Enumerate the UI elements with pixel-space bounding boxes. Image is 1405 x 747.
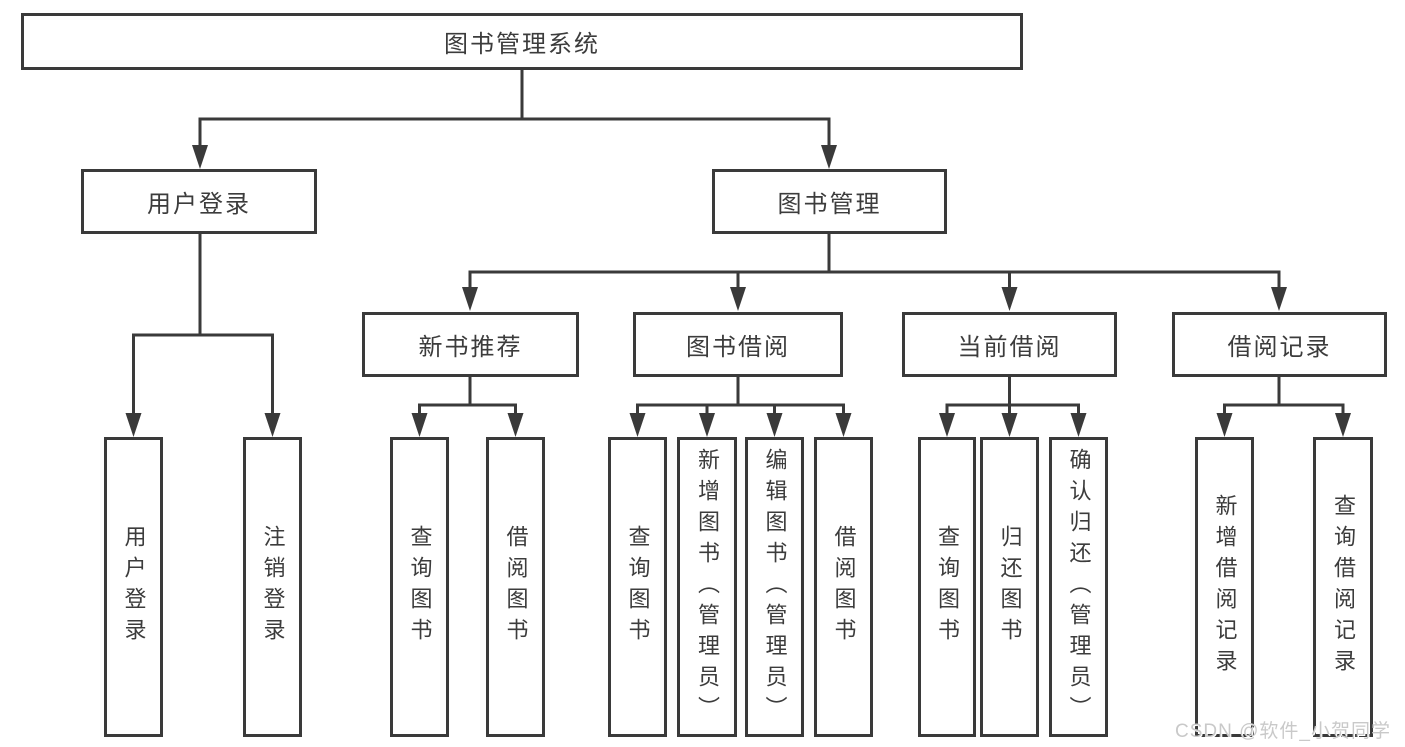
node-user-login: 用户登录 xyxy=(81,169,317,234)
leaf-label: 新增借阅记录 xyxy=(1212,494,1238,680)
leaf-borrow-books-recommend: 借阅图书 xyxy=(486,437,545,737)
node-current-borrow: 当前借阅 xyxy=(902,312,1117,377)
leaf-label: 借阅图书 xyxy=(503,525,529,649)
leaf-query-books-borrow: 查询图书 xyxy=(608,437,667,737)
leaf-label: 借阅图书 xyxy=(831,525,857,649)
leaf-edit-book-admin: 编辑图书（管理员） xyxy=(745,437,804,737)
leaf-return-books: 归还图书 xyxy=(980,437,1039,737)
leaf-logout: 注销登录 xyxy=(243,437,302,737)
leaf-add-book-admin: 新增图书（管理员） xyxy=(677,437,737,737)
node-book-borrow: 图书借阅 xyxy=(633,312,843,377)
csdn-watermark: CSDN @软件_小贺同学 xyxy=(1175,721,1391,742)
arrowheads xyxy=(125,145,1351,437)
leaf-label: 查询图书 xyxy=(935,525,960,649)
leaf-label: 归还图书 xyxy=(997,525,1023,649)
leaf-query-books-recommend: 查询图书 xyxy=(390,437,449,737)
leaf-label: 查询图书 xyxy=(407,525,433,649)
leaf-label: 查询借阅记录 xyxy=(1331,494,1356,680)
leaf-query-borrow-record: 查询借阅记录 xyxy=(1313,437,1373,737)
node-borrow-records: 借阅记录 xyxy=(1172,312,1387,377)
leaf-label: 注销登录 xyxy=(260,525,286,649)
node-new-book-recommend: 新书推荐 xyxy=(362,312,579,377)
leaf-query-books-current: 查询图书 xyxy=(918,437,976,737)
leaf-label: 新增图书（管理员） xyxy=(695,447,720,727)
leaf-confirm-return-admin: 确认归还（管理员） xyxy=(1049,437,1108,737)
leaf-borrow-books: 借阅图书 xyxy=(814,437,873,737)
node-root: 图书管理系统 xyxy=(21,13,1023,70)
node-book-management: 图书管理 xyxy=(712,169,947,234)
leaf-label: 确认归还（管理员） xyxy=(1066,447,1092,727)
leaf-label: 用户登录 xyxy=(121,525,147,649)
leaf-label: 编辑图书（管理员） xyxy=(762,447,788,727)
leaf-add-borrow-record: 新增借阅记录 xyxy=(1195,437,1254,737)
leaf-label: 查询图书 xyxy=(625,525,651,649)
leaf-user-login: 用户登录 xyxy=(104,437,163,737)
